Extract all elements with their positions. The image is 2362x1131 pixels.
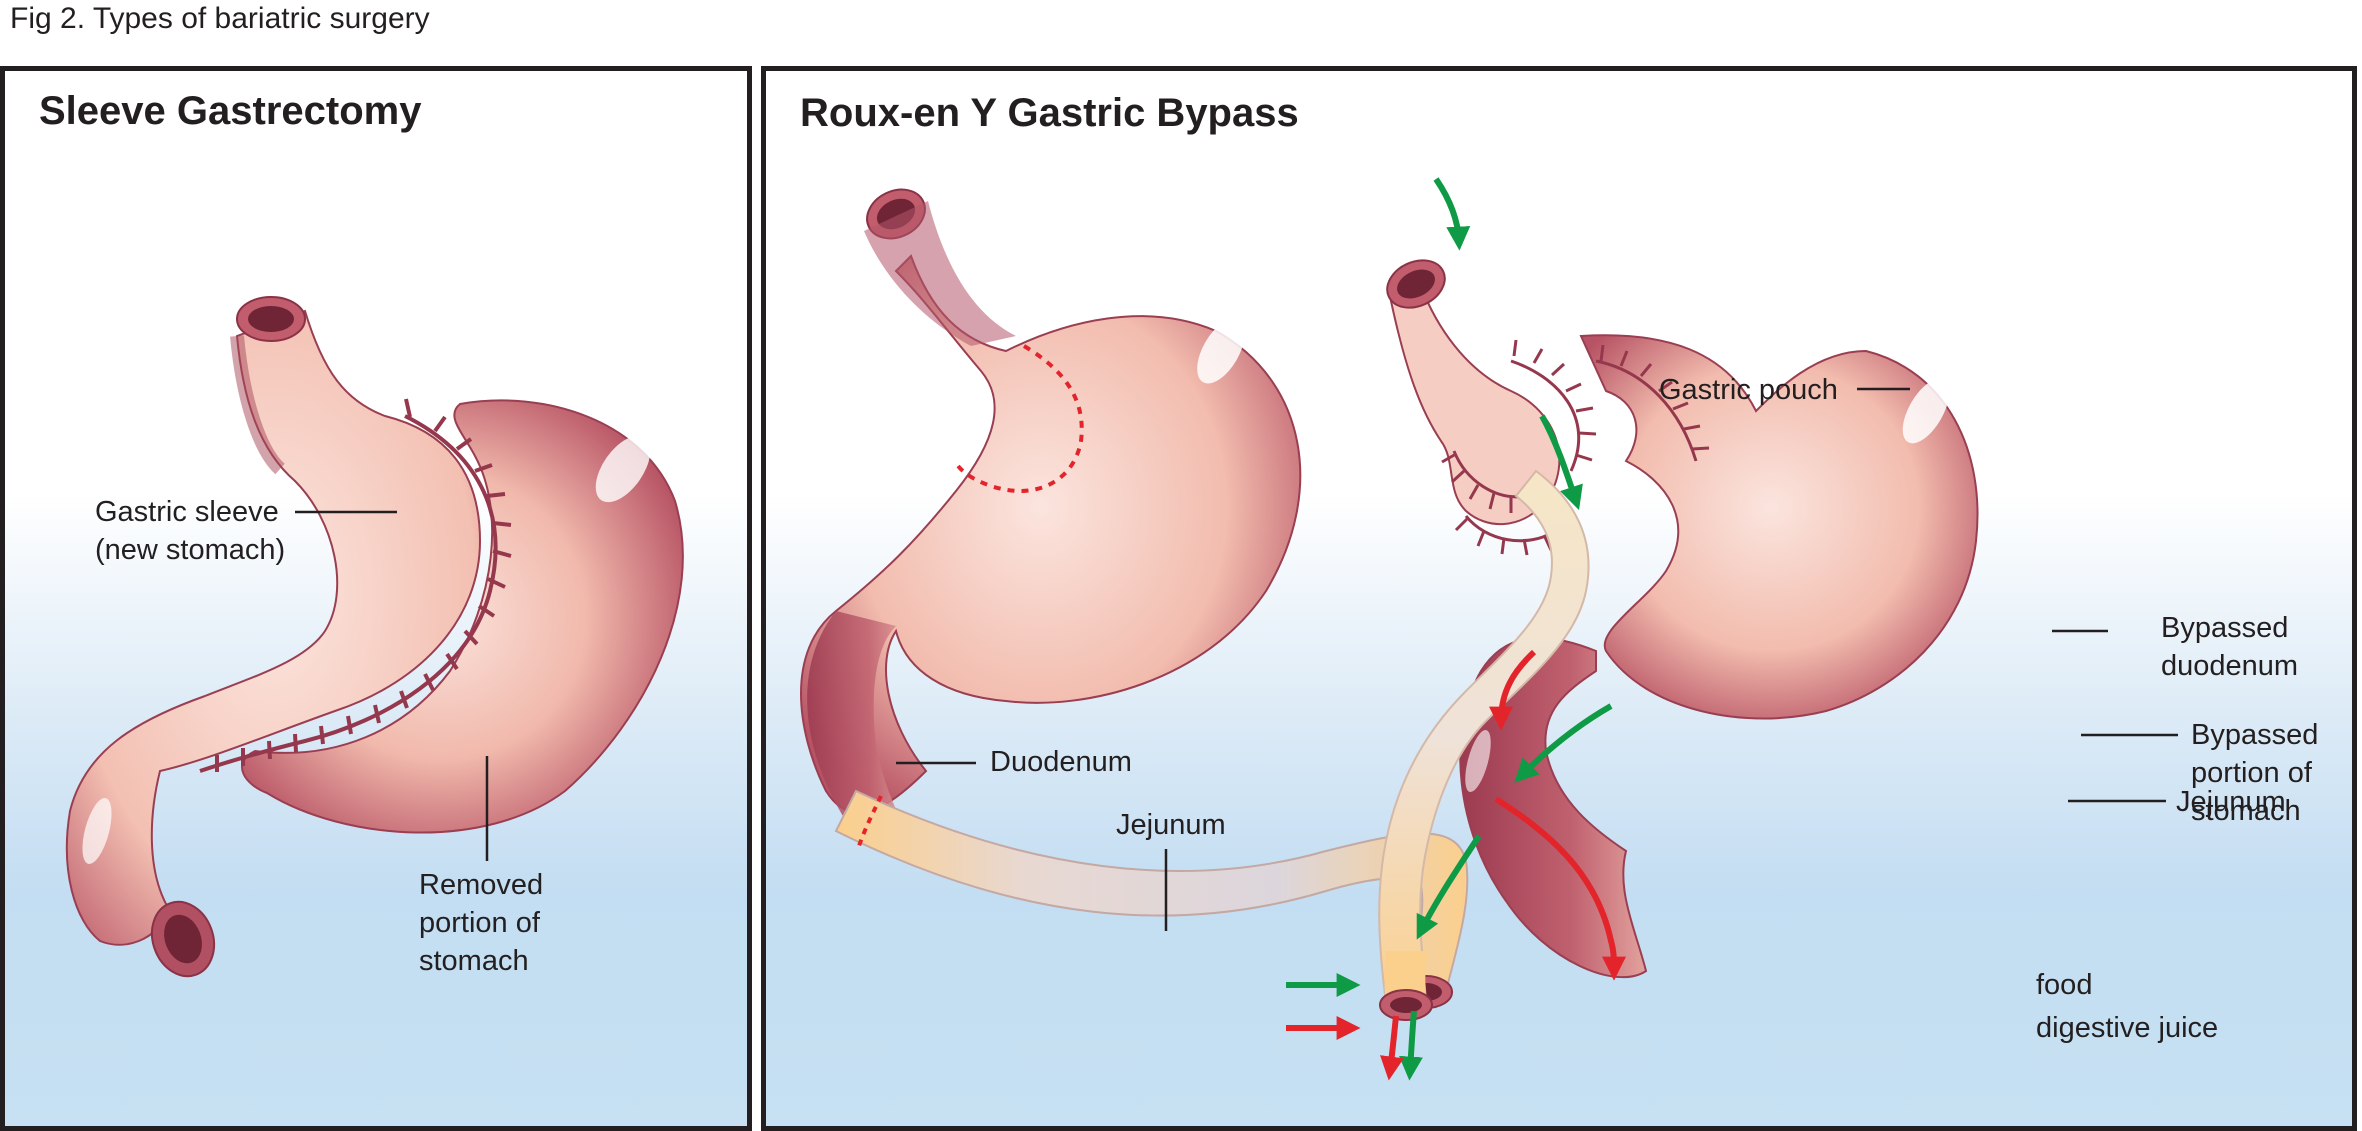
label-gastric-sleeve: Gastric sleeve (new stomach)	[95, 496, 286, 566]
label-bypassed-stomach: Bypassed portion of stomach	[2191, 719, 2319, 827]
panel-roux-en-y-bypass: Roux-en Y Gastric Bypass	[761, 66, 2357, 1131]
juice-arrows	[1380, 649, 1626, 1081]
sleeve-title: Sleeve Gastrectomy	[39, 89, 422, 133]
gastric-sleeve-shape	[65, 296, 482, 978]
label-jejunum-after: Jejunum	[2176, 786, 2286, 818]
jejunum-after	[1378, 469, 1590, 1021]
sleeve-staple-line	[199, 398, 512, 773]
label-bypassed-duodenum: Bypassed duodenum	[2161, 612, 2299, 682]
bypass-illustration	[800, 177, 2178, 1081]
removed-stomach-portion	[241, 399, 684, 834]
label-gastric-pouch: Gastric pouch	[1659, 374, 1838, 406]
sleeve-illustration	[65, 296, 684, 978]
label-removed-portion: Removed portion of stomach	[419, 869, 544, 977]
normal-stomach	[800, 188, 1302, 845]
bypass-title: Roux-en Y Gastric Bypass	[800, 91, 1299, 135]
gastric-pouch	[1386, 259, 1597, 556]
label-duodenum: Duodenum	[990, 746, 1132, 778]
legend-food-label: food	[2036, 969, 2093, 1001]
label-jejunum-before: Jejunum	[1116, 809, 1226, 841]
panel-sleeve-gastrectomy: Sleeve Gastrectomy	[0, 66, 752, 1131]
figure-caption: Fig 2. Types of bariatric surgery	[10, 2, 430, 35]
food-arrows	[1398, 177, 1613, 1081]
legend-juice-label: digestive juice	[2036, 1012, 2219, 1044]
